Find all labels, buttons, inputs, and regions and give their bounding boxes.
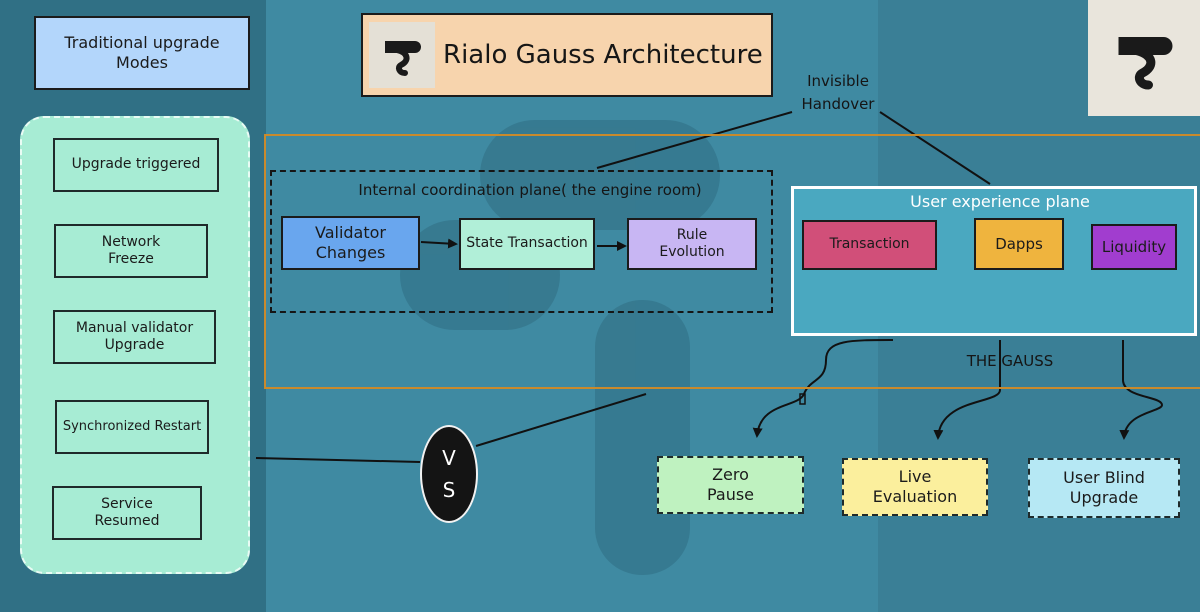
rialo-logo-icon: [385, 41, 421, 76]
node-rule-evolution: Rule Evolution: [627, 218, 757, 270]
gauss-curve-tick: [799, 393, 806, 405]
gauss-curve-live: [933, 340, 1001, 440]
outcome-live-evaluation: Live Evaluation: [842, 458, 988, 516]
vs-line-right: [475, 393, 647, 447]
node-validator-changes: Validator Changes: [281, 216, 420, 270]
handover-label: Invisible Handover: [801, 72, 875, 113]
node-liquidity: Liquidity: [1091, 224, 1177, 270]
outcome-zero-pause: Zero Pause: [657, 456, 804, 514]
step-manual-validator-upgrade: Manual validator Upgrade: [53, 310, 216, 364]
corner-logo-tile: [1088, 0, 1200, 116]
page-title: Rialo Gauss Architecture: [443, 39, 763, 70]
title-box: Rialo Gauss Architecture: [361, 13, 773, 97]
outcome-user-blind-upgrade: User Blind Upgrade: [1028, 458, 1180, 518]
step-service-resumed: Service Resumed: [52, 486, 202, 540]
gauss-frame: [264, 134, 1200, 389]
internal-plane-container: [270, 170, 773, 313]
gauss-label: THE GAUSS: [966, 352, 1054, 370]
node-dapps: Dapps: [974, 218, 1064, 270]
handover-line-left: [596, 111, 793, 169]
step-synchronized-restart: Synchronized Restart: [55, 400, 209, 454]
gauss-curve-zero: [752, 339, 894, 438]
traditional-label-box: Traditional upgrade Modes: [34, 16, 250, 90]
node-transaction: Transaction: [802, 220, 937, 270]
rialo-corner-logo-icon: [1118, 37, 1173, 90]
internal-plane-title: Internal coordination plane( the engine …: [358, 181, 702, 199]
traditional-label-text: Traditional upgrade Modes: [64, 33, 220, 72]
handover-line-right: [879, 111, 991, 185]
node-state-transaction: State Transaction: [459, 218, 595, 270]
user-plane-title: User experience plane: [910, 192, 1090, 211]
vs-badge: V S: [420, 425, 478, 523]
internal-arrow-1: [420, 238, 458, 249]
title-logo-tile: [369, 22, 435, 88]
step-network-freeze: Network Freeze: [54, 224, 208, 278]
step-upgrade-triggered: Upgrade triggered: [53, 138, 219, 192]
vs-line-left: [255, 457, 421, 463]
